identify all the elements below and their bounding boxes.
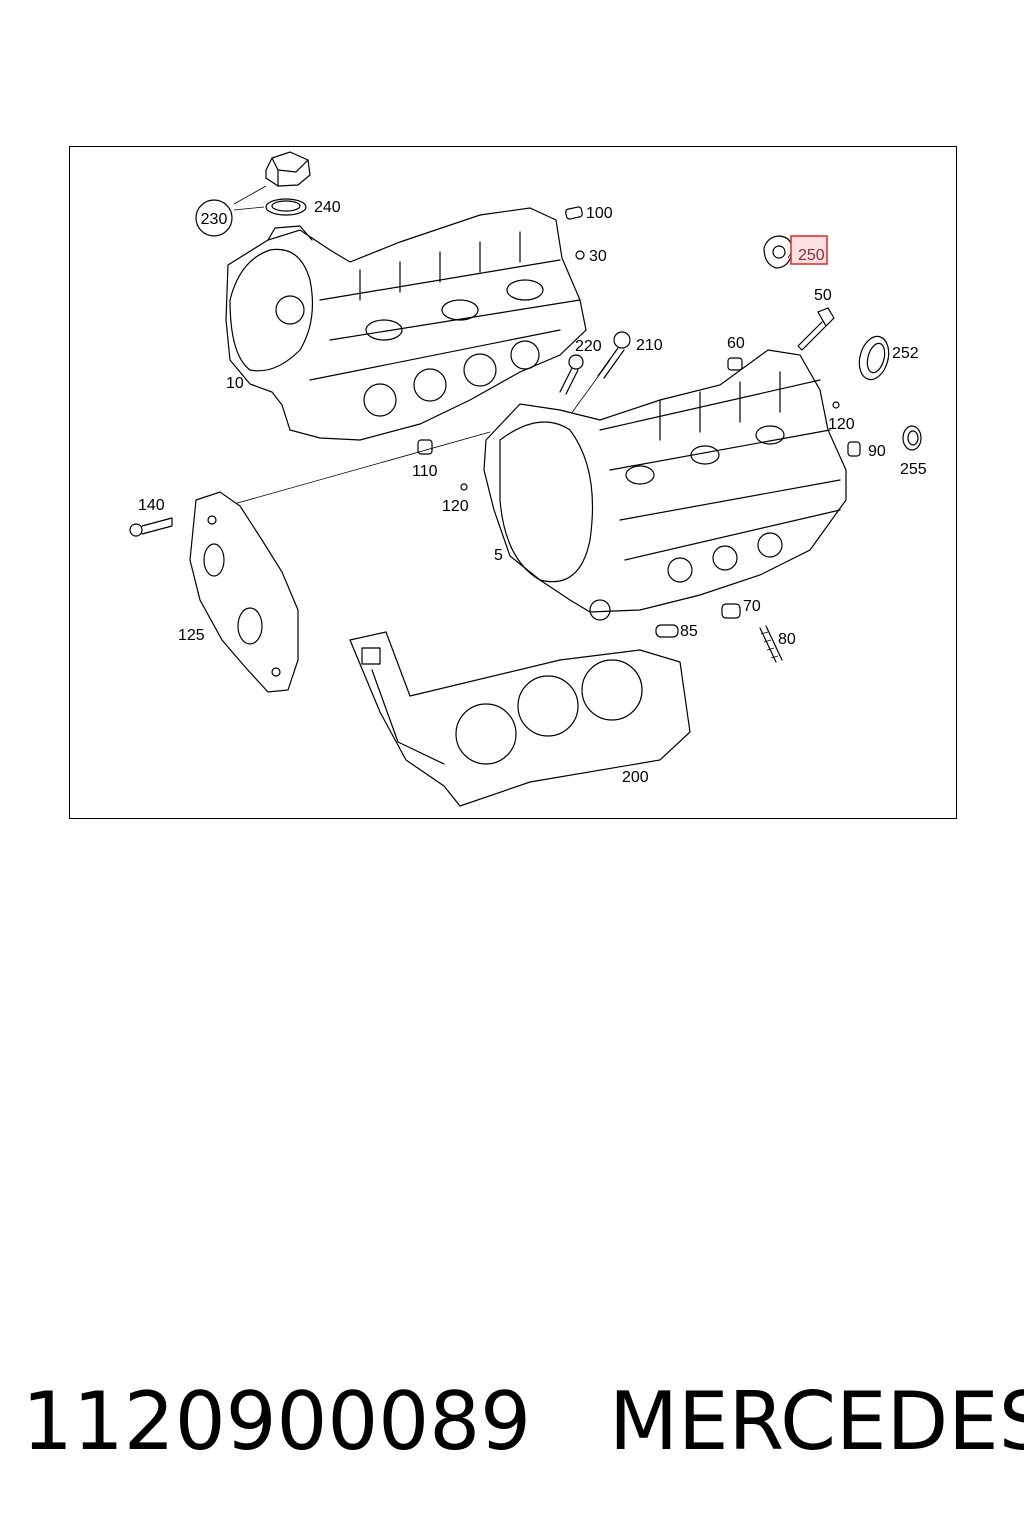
part-200-head-gasket <box>349 631 691 807</box>
callout-label: 252 <box>892 345 919 362</box>
callout-label: 110 <box>412 463 438 480</box>
part-80-stud <box>759 625 783 663</box>
caption: 1120900089 MERCEDES <box>22 1372 1024 1472</box>
part-85-sleeve <box>655 624 679 638</box>
part-120-plug-right <box>832 401 840 409</box>
part-number: 1120900089 <box>22 1375 531 1468</box>
callout-label: 90 <box>868 443 886 460</box>
callout-label: 230 <box>201 211 228 228</box>
callout-label: 140 <box>138 497 165 514</box>
part-250-cap <box>763 235 793 269</box>
part-60-sleeve <box>727 357 743 371</box>
part-255-seal <box>902 425 922 451</box>
part-70-sleeve <box>721 603 741 619</box>
callout-label: 30 <box>589 248 607 265</box>
callout-label: 10 <box>226 375 244 392</box>
callout-circle-230 <box>195 199 233 237</box>
oil-filler-cap <box>265 151 311 187</box>
callout-label: 255 <box>900 461 927 478</box>
cylinder-head-right <box>483 349 847 621</box>
part-120-plug-left <box>460 483 468 491</box>
filler-seal-ring <box>265 198 307 216</box>
brand-name: MERCEDES <box>608 1375 1024 1468</box>
part-125-cover <box>189 491 299 693</box>
callout-label: 240 <box>314 199 341 216</box>
callout-label: 60 <box>727 335 745 352</box>
part-90-sleeve <box>847 441 861 457</box>
leader-230 <box>233 185 267 211</box>
callout-label: 70 <box>743 598 761 615</box>
callout-label-highlighted: 250 <box>798 247 825 264</box>
highlight-box-250 <box>790 235 828 265</box>
part-220-bolt <box>559 354 584 395</box>
callout-label: 50 <box>814 287 832 304</box>
callout-label: 80 <box>778 631 796 648</box>
callout-label: 200 <box>622 769 649 786</box>
callout-label: 100 <box>586 205 613 222</box>
part-110-sleeve <box>417 439 433 455</box>
callout-label: 210 <box>636 337 663 354</box>
part-252-gear-ring <box>858 335 890 381</box>
part-50-bolt <box>797 307 835 351</box>
cylinder-head-left <box>225 207 587 441</box>
callout-label: 120 <box>828 416 855 433</box>
callout-label: 120 <box>442 498 469 515</box>
part-30-plug <box>575 250 585 260</box>
callout-label: 125 <box>178 627 205 644</box>
leader-110 <box>233 431 491 505</box>
callout-label: 220 <box>575 338 602 355</box>
callout-label: 85 <box>680 623 698 640</box>
part-100-dowel <box>565 206 583 220</box>
callout-label: 5 <box>494 547 503 564</box>
part-140-bolt <box>129 517 173 537</box>
